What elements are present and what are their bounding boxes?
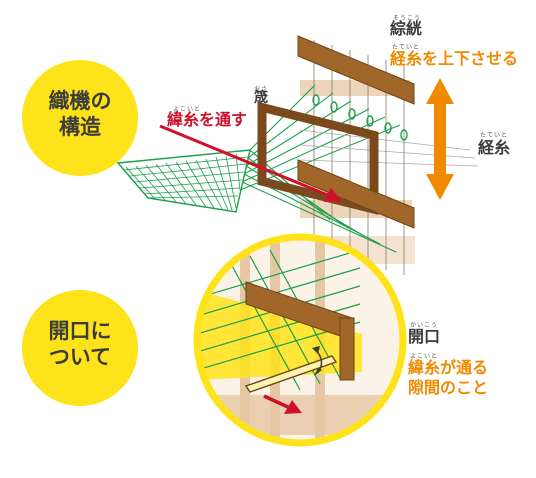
shed-desc-ruby: よこいと — [410, 353, 439, 360]
shed-description-line2: 隙間のこと — [408, 378, 489, 397]
reed-ruby: おさ — [254, 86, 269, 93]
loom-structure-title-line2: 構造 — [59, 115, 101, 140]
weft-direction-arrow — [159, 124, 342, 202]
reed — [257, 101, 379, 215]
heddle-label: 綜絖 — [390, 19, 423, 38]
shed-description-line1: 緯糸が通る — [408, 358, 489, 377]
shed-label: 開口 — [408, 327, 441, 346]
heddle-frame — [297, 35, 415, 229]
warp-label: 経糸 — [478, 138, 511, 157]
shed-title-line2: ついて — [48, 345, 112, 370]
up-down-arrow — [426, 78, 454, 200]
shed-circle — [22, 290, 138, 406]
shed-title: 開口に ついて — [22, 318, 138, 371]
loom-structure-circle — [22, 60, 138, 176]
loom-structure-title: 織機の 構造 — [22, 88, 138, 141]
heddle-description: 経糸を上下させる — [390, 49, 519, 68]
heddle-desc-ruby: たていと — [392, 44, 421, 51]
heddle-ruby: そうこう — [393, 15, 422, 22]
warp-ruby: たていと — [480, 132, 509, 139]
reed-label: 筬 — [254, 90, 268, 106]
woven-cloth — [116, 149, 251, 213]
weft-label: 緯糸を通す — [167, 110, 248, 129]
loom-structure-title-line1: 織機の — [48, 89, 112, 113]
weft-ruby: よこいと — [173, 106, 202, 113]
shed-title-line1: 開口に — [48, 319, 112, 343]
shed-ruby: かいこう — [410, 322, 439, 329]
